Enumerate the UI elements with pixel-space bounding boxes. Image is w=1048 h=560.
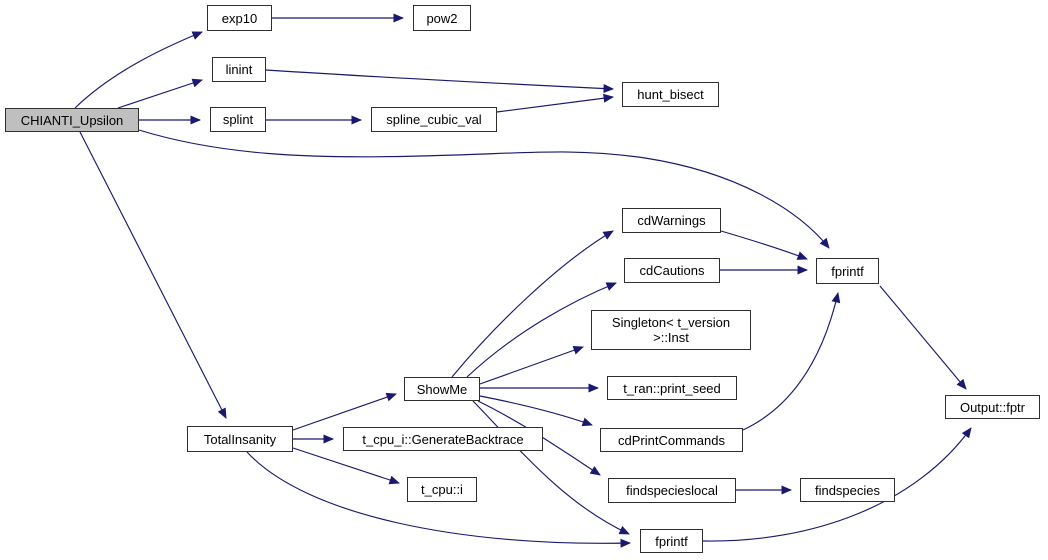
node-fprintf-top[interactable]: fprintf	[816, 258, 879, 284]
node-cdwarnings[interactable]: cdWarnings	[622, 208, 721, 233]
edge-totalinsanity-to-fprintf-bottom	[246, 451, 631, 548]
node-spline-cubic-val[interactable]: spline_cubic_val	[371, 107, 497, 132]
node-t-cpu-i[interactable]: t_cpu::i	[407, 477, 477, 502]
edge-showme-to-fprintf-bottom	[472, 400, 630, 535]
node-t-ran-print-seed[interactable]: t_ran::print_seed	[607, 376, 737, 400]
node-fprintf-bottom[interactable]: fprintf	[640, 529, 703, 553]
node-pow2[interactable]: pow2	[413, 5, 471, 31]
edge-showme-to-cdcautions	[466, 282, 617, 378]
edge-totalinsanity-to-t-cpu-i	[292, 447, 400, 485]
node-chianti-upsilon[interactable]: CHIANTI_Upsilon	[5, 108, 139, 132]
node-output-fptr[interactable]: Output::fptr	[945, 395, 1040, 419]
edge-fprintf-to-output-fptr	[879, 285, 967, 390]
node-findspecieslocal[interactable]: findspecieslocal	[608, 478, 736, 503]
edge-fprintf-bottom-to-output-fptr	[702, 427, 972, 542]
node-singleton-t-version-inst[interactable]: Singleton< t_version >::Inst	[591, 310, 751, 350]
node-showme[interactable]: ShowMe	[404, 377, 480, 401]
edge-chianti-upsilon-to-exp10	[74, 31, 203, 109]
edge-chianti-upsilon-to-linint	[117, 78, 203, 109]
edge-showme-to-cdprintcommands	[479, 395, 593, 427]
edge-totalinsanity-to-showme	[292, 392, 397, 431]
node-t-cpu-i-generatebacktrace[interactable]: t_cpu_i::GenerateBacktrace	[343, 427, 543, 451]
edge-chianti-upsilon-to-totalinsanity	[79, 131, 227, 419]
node-findspecies[interactable]: findspecies	[800, 478, 895, 502]
node-cdcautions[interactable]: cdCautions	[624, 258, 720, 283]
edge-chianti-upsilon-to-fprintf	[138, 129, 830, 249]
edge-showme-to-singleton-inst	[479, 345, 584, 385]
edge-linint-to-hunt-bisect	[265, 69, 614, 94]
node-splint[interactable]: splint	[210, 107, 266, 132]
edge-showme-to-cdwarnings	[451, 230, 614, 378]
node-exp10[interactable]: exp10	[207, 5, 272, 31]
edge-spline-cubic-val-to-hunt-bisect	[496, 93, 614, 113]
edge-cdprintcommands-to-fprintf	[742, 292, 841, 431]
node-linint[interactable]: linint	[212, 57, 266, 82]
edge-cdwarnings-to-fprintf	[720, 230, 808, 260]
node-cdprintcommands[interactable]: cdPrintCommands	[600, 428, 743, 452]
node-totalinsanity[interactable]: TotalInsanity	[187, 426, 293, 452]
node-hunt-bisect[interactable]: hunt_bisect	[622, 82, 719, 107]
